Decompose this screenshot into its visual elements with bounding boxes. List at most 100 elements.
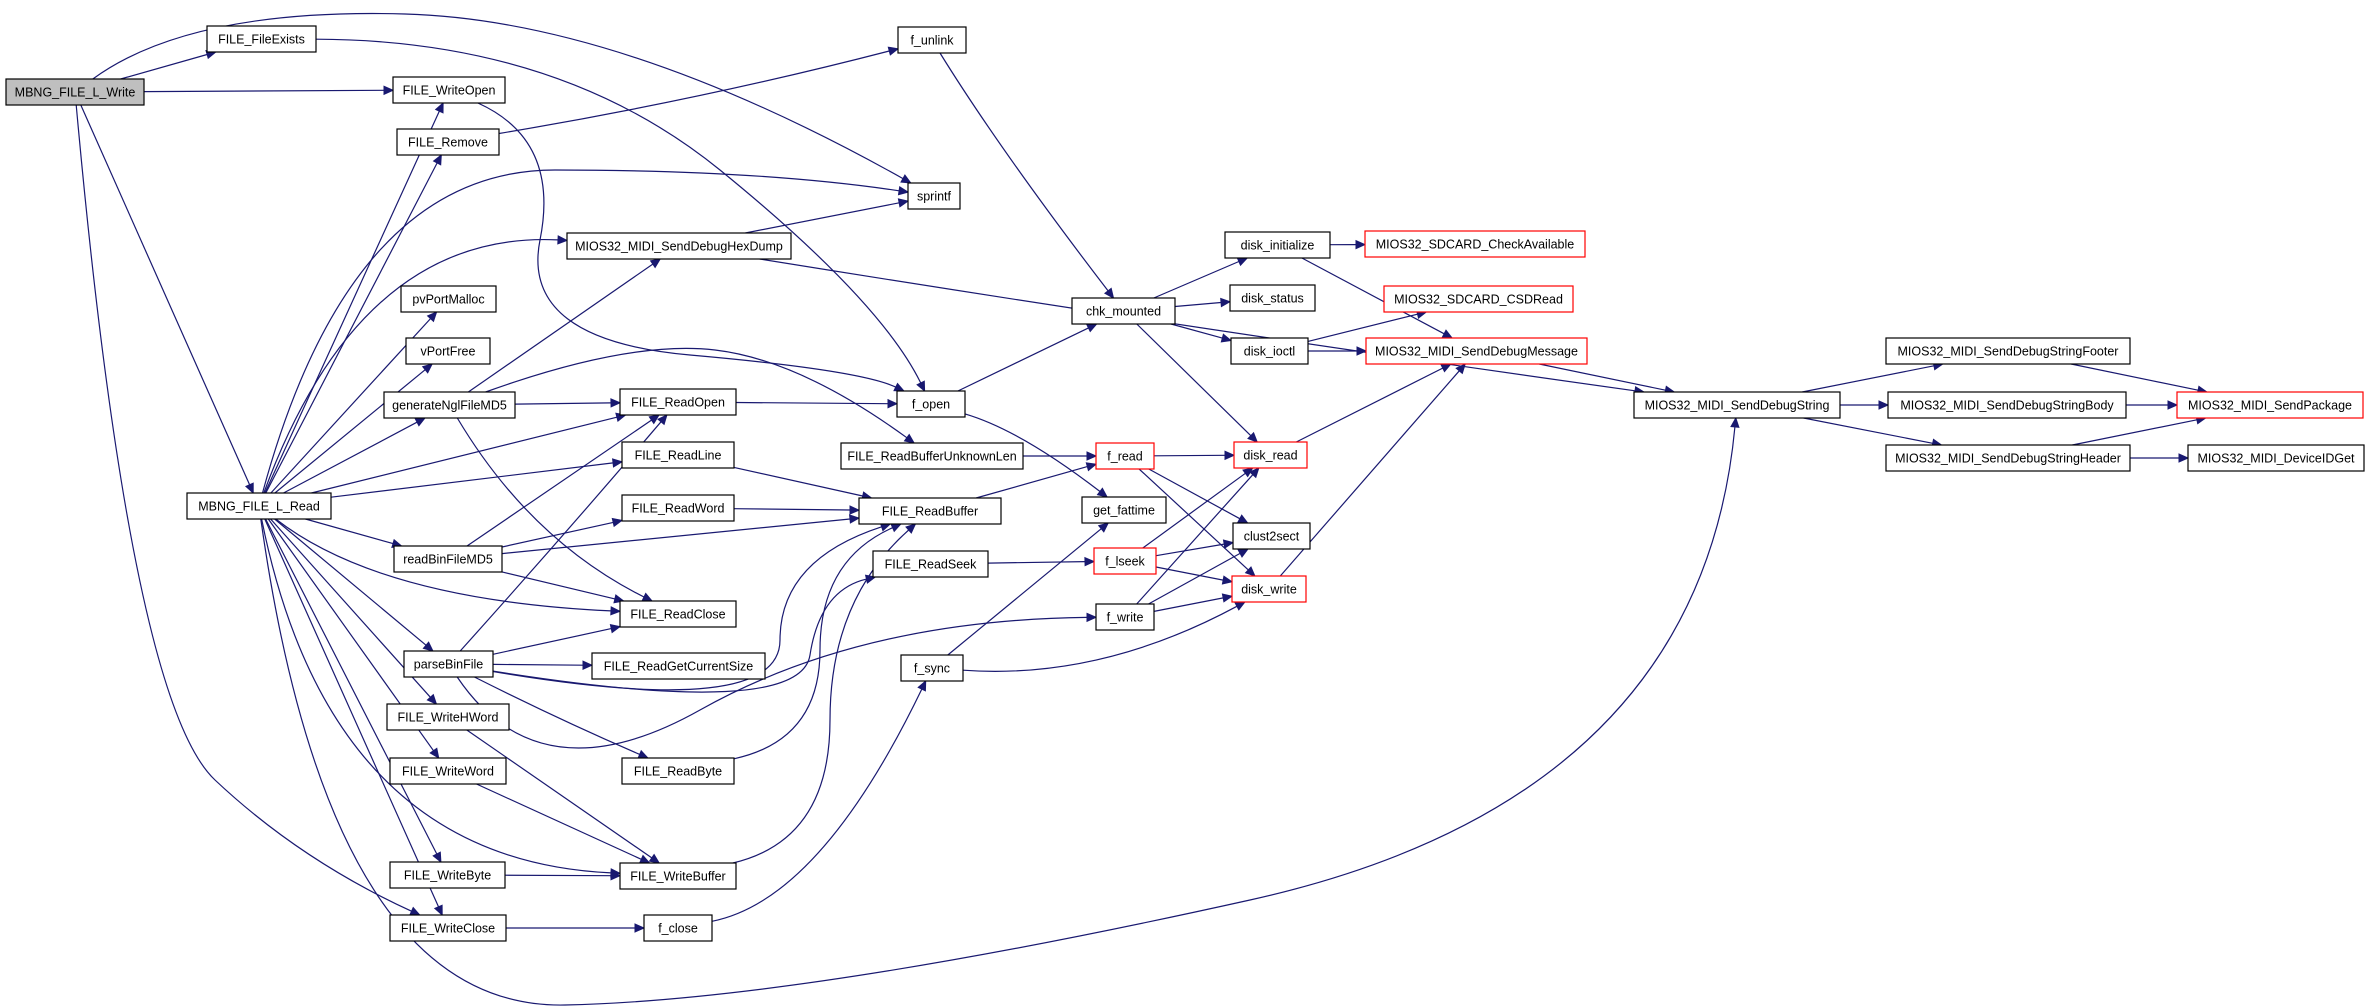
edge-line [1296,367,1443,443]
edge-line [1142,472,1246,549]
edge-writehword-to-writebuffer [466,729,661,864]
node-writeclose[interactable]: FILE_WriteClose [389,914,507,942]
node-getfattime[interactable]: get_fattime [1081,496,1167,524]
node-diskread[interactable]: disk_read [1233,441,1308,469]
node-remove[interactable]: FILE_Remove [396,128,500,156]
node-label: FILE_ReadOpen [631,396,725,410]
node-sprintf[interactable]: sprintf [907,182,961,210]
node-senddebugmsg[interactable]: MIOS32_MIDI_SendDebugMessage [1365,337,1588,365]
node-label: clust2sect [1244,530,1300,544]
node-mbng_write[interactable]: MBNG_FILE_L_Write [5,78,145,106]
arrow-head-icon [422,641,434,652]
edge-readbinmd5-to-readclose [501,571,625,604]
arrow-head-icon [1097,522,1110,533]
edge-line [274,518,427,646]
edge-mbng_read-to-readline [330,458,624,498]
arrow-head-icon [1244,566,1256,577]
edge-parsebin-to-readclose [492,623,622,655]
node-writebyte[interactable]: FILE_WriteByte [389,861,506,889]
node-readline[interactable]: FILE_ReadLine [621,441,735,469]
node-fwrite[interactable]: f_write [1095,603,1155,631]
edge-line [330,462,614,498]
node-diskinit[interactable]: disk_initialize [1224,231,1331,259]
edge-line [501,571,616,600]
edge-line [1539,363,1666,391]
node-box [619,862,737,890]
node-box [403,650,494,678]
node-clust2sect[interactable]: clust2sect [1232,522,1311,550]
node-box [621,494,735,522]
node-chkmounted[interactable]: chk_mounted [1071,297,1176,325]
arrow-head-icon [2167,400,2179,410]
arrow-head-icon [648,414,661,425]
edge-line [283,421,418,494]
node-readseek[interactable]: FILE_ReadSeek [872,550,989,578]
node-sdcsd[interactable]: MIOS32_SDCARD_CSDRead [1383,285,1574,313]
node-pvportmalloc[interactable]: pvPortMalloc [400,285,497,313]
edge-mbng_write-to-writeopen [143,85,395,96]
node-senddebugstr[interactable]: MIOS32_MIDI_SendDebugString [1633,391,1841,419]
node-unlink[interactable]: f_unlink [897,26,967,54]
node-strfooter[interactable]: MIOS32_MIDI_SendDebugStringFooter [1885,337,2131,365]
node-readgetsize[interactable]: FILE_ReadGetCurrentSize [591,652,766,680]
node-genngl[interactable]: generateNglFileMD5 [383,391,516,419]
node-writeopen[interactable]: FILE_WriteOpen [392,76,506,104]
edge-line [957,327,1089,392]
node-label: FILE_WriteBuffer [630,870,725,884]
node-deviceid[interactable]: MIOS32_MIDI_DeviceIDGet [2187,444,2365,472]
edge-mbng_read-to-remove [265,153,442,494]
node-parsebin[interactable]: parseBinFile [403,650,494,678]
edge-unlink-to-chkmounted [939,52,1115,299]
node-readbyte[interactable]: FILE_ReadByte [621,757,735,785]
arrow-head-icon [610,606,622,616]
node-writehword[interactable]: FILE_WriteHWord [386,703,510,731]
node-fopen[interactable]: f_open [896,390,966,418]
node-diskstatus[interactable]: disk_status [1229,284,1316,312]
node-label: FILE_ReadSeek [885,558,977,572]
arrow-head-icon [1103,287,1115,299]
node-strheader[interactable]: MIOS32_MIDI_SendDebugStringHeader [1885,444,2131,472]
edge-line [467,263,654,393]
arrow-head-icon [426,693,438,705]
edge-line [311,416,618,494]
edge-fwrite-to-diskwrite [1153,593,1234,612]
node-sdcheck[interactable]: MIOS32_SDCARD_CheckAvailable [1364,230,1586,258]
node-flseek[interactable]: f_lseek [1093,547,1157,575]
node-box [566,232,792,260]
node-readclose[interactable]: FILE_ReadClose [619,600,737,628]
arrow-head-icon [1085,323,1098,333]
arrow-head-icon [1222,539,1235,549]
node-readbuffer[interactable]: FILE_ReadBuffer [858,497,1002,525]
edge-line [939,52,1109,292]
edge-line [2072,419,2198,446]
node-label: MIOS32_MIDI_DeviceIDGet [2198,452,2356,466]
arrow-head-icon [1221,575,1234,585]
node-vportfree[interactable]: vPortFree [405,337,491,365]
arrow-head-icon [1455,363,1467,375]
node-strbody[interactable]: MIOS32_MIDI_SendDebugStringBody [1887,391,2127,419]
node-fileexists[interactable]: FILE_FileExists [206,25,317,53]
node-writebuffer[interactable]: FILE_WriteBuffer [619,862,737,890]
nodes-layer: MBNG_FILE_L_Write FILE_FileExistsFILE_Wri… [5,25,2365,942]
node-fsync[interactable]: f_sync [900,654,964,682]
node-readword[interactable]: FILE_ReadWord [621,494,735,522]
node-box [389,757,507,785]
node-writeword[interactable]: FILE_WriteWord [389,757,507,785]
node-readbufunk[interactable]: FILE_ReadBufferUnknownLen [840,442,1024,470]
node-sendhexdump[interactable]: MIOS32_MIDI_SendDebugHexDump [566,232,792,260]
edge-mbng_read-to-writeopen [264,101,444,494]
edge-line [1174,301,1222,308]
node-fread[interactable]: f_read [1095,442,1155,470]
node-mbng_read[interactable]: MBNG_FILE_L_Read [186,492,332,520]
edge-line [733,466,863,497]
node-fclose[interactable]: f_close [643,914,713,942]
node-sendpackage[interactable]: MIOS32_MIDI_SendPackage [2176,391,2364,419]
node-box [643,914,713,942]
edge-line [975,466,1088,499]
node-label: MIOS32_MIDI_SendPackage [2188,399,2352,413]
node-readopen[interactable]: FILE_ReadOpen [619,388,737,416]
node-diskwrite[interactable]: disk_write [1231,575,1307,603]
node-diskioctl[interactable]: disk_ioctl [1230,337,1309,365]
edge-mbng_read-to-writeclose [264,518,443,917]
node-readbinmd5[interactable]: readBinFileMD5 [393,545,503,573]
